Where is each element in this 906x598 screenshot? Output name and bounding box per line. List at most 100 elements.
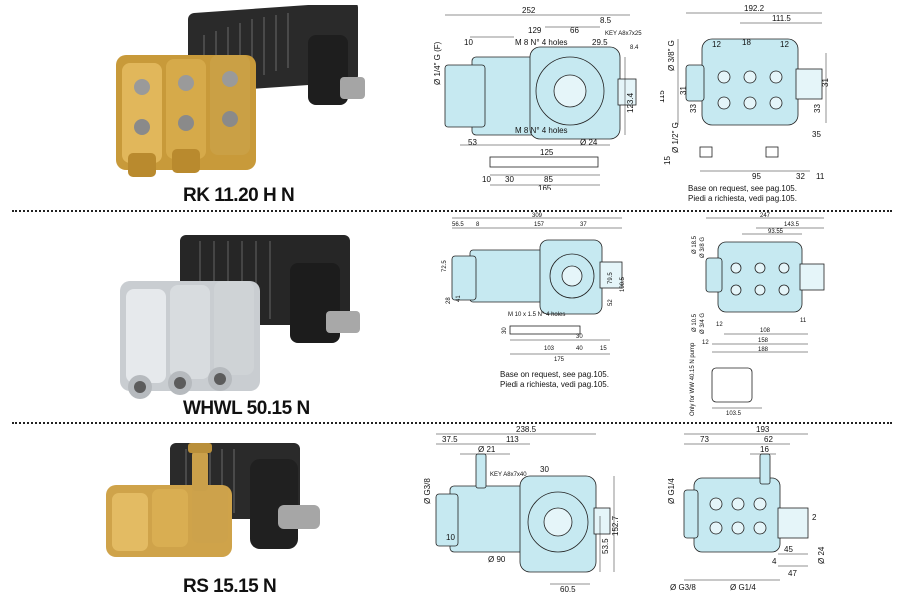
dim-label: 53	[468, 138, 477, 147]
front-view-drawing: 309 56.5 8 157 37 72.5 79.5 100.5 41 28 …	[442, 213, 626, 362]
model-name: WHWL 50.15 N	[183, 398, 310, 419]
dim-label: 11	[800, 318, 807, 324]
dim-label: Ø G1/4	[667, 478, 676, 504]
note-line-it: Piedi a richiesta, vedi pag.105.	[500, 380, 609, 389]
dim-label: 85	[544, 175, 553, 184]
dim-label: 103	[544, 346, 555, 352]
dim-label: 53.5	[601, 538, 610, 554]
pump-image-whwl5015n	[120, 235, 360, 399]
side-view-drawing: 247 143.5 93.55 Ø 18.5 Ø 3/8 G Ø 10.5 Ø …	[690, 213, 825, 417]
dim-label: 108	[760, 328, 771, 334]
dim-label: 152.7	[611, 515, 620, 536]
dim-label: Ø G1/4	[730, 583, 756, 592]
dim-label: 113	[506, 435, 519, 444]
dim-label: Ø 3/8" G	[667, 40, 676, 71]
note-line-it: Piedi a richiesta, vedi pag.105.	[688, 194, 797, 203]
dim-label: Ø 1/2" G	[671, 122, 680, 153]
pump-image-rs1515n	[106, 443, 320, 557]
dim-label: 30	[502, 327, 508, 334]
dim-label: 62	[764, 435, 773, 444]
dim-label: 37.5	[442, 435, 458, 444]
dim-label: Ø 18.5	[692, 235, 698, 254]
dim-label: 35	[812, 130, 821, 139]
dim-label: 125	[540, 148, 554, 157]
base-note: Base on request, see pag.105. Piedi a ri…	[688, 184, 797, 204]
dim-label: M 8 N° 4 holes	[515, 38, 568, 47]
dim-label: 41	[456, 295, 462, 302]
dim-label: 309	[532, 213, 543, 219]
row-divider	[12, 210, 892, 212]
dim-label: 10	[446, 533, 455, 542]
dim-label: 247	[760, 213, 771, 219]
dim-label: 32	[796, 172, 805, 181]
dim-label: 28	[446, 297, 452, 304]
dim-label: 56.5	[452, 222, 464, 228]
dim-label: 72.5	[442, 260, 448, 272]
dim-label: 100.5	[620, 276, 626, 292]
front-view-drawing: 252 8.5 129 66 10 M 8 N° 4 holes 29.5 KE…	[433, 6, 642, 190]
dim-label: Ø 3/4 G	[700, 313, 706, 334]
dim-label: M 8 N° 4 holes	[515, 126, 568, 135]
dim-label: Only for WW 40.15 N pump	[690, 342, 696, 416]
dim-label: KEY A8x7x25	[605, 31, 642, 37]
dim-label: 12	[780, 40, 789, 49]
pump-row-1: RK 11.20 H N 252 8.5 129 66 10 M 8 N° 4 …	[0, 0, 906, 210]
side-view-drawing: 192.2 111.5 12 18 12 Ø 3/8" G 115 31 33 …	[660, 4, 830, 181]
dim-label: 238.5	[516, 425, 537, 434]
dim-label: 143.5	[784, 222, 800, 228]
pump-image-rk1120hn	[116, 5, 365, 177]
dim-label: 95	[752, 172, 761, 181]
dim-label: 252	[522, 6, 536, 15]
dim-label: Ø 90	[488, 555, 506, 564]
dim-label: KEY A8x7x40	[490, 472, 527, 478]
dim-label: 18	[742, 38, 751, 47]
dim-label: 10	[464, 38, 473, 47]
dim-label: 123.4	[626, 92, 635, 113]
dim-label: 157	[534, 222, 545, 228]
dim-label: 45	[784, 545, 793, 554]
note-line-en: Base on request, see pag.105.	[500, 370, 609, 379]
model-name: RS 15.15 N	[183, 576, 277, 597]
dim-label: Ø 24	[817, 546, 826, 564]
dim-label: 33	[689, 104, 698, 113]
dim-label: 12	[716, 322, 723, 328]
note-line-en: Base on request, see pag.105.	[688, 184, 797, 193]
dim-label: 12	[712, 40, 721, 49]
dim-label: 16	[760, 445, 769, 454]
dim-label: Ø 21	[478, 445, 496, 454]
dim-label: 66	[570, 26, 579, 35]
dim-label: Ø 3/8 G	[700, 237, 706, 258]
dim-label: 11	[816, 172, 825, 181]
front-view-drawing: 238.5 37.5 113 Ø 21 30 KEY A8x7x40 Ø G3/…	[423, 425, 620, 594]
dim-label: 29.5	[592, 38, 608, 47]
dim-label: 30	[505, 175, 514, 184]
dim-label: 12	[702, 340, 709, 346]
dim-label: Ø 10.5	[692, 313, 698, 332]
dim-label: 4	[772, 557, 777, 566]
dim-label: Ø 1/4" G (F)	[433, 41, 442, 85]
dim-label: Ø G3/8	[423, 478, 432, 504]
dim-label: 52	[608, 299, 614, 306]
pump-row-2: WHWL 50.15 N 309 56.5 8 157 37 72.5 79.5…	[0, 212, 906, 420]
dim-label: 8	[476, 222, 480, 228]
dim-label: 31	[679, 86, 688, 95]
dim-label: 47	[788, 569, 797, 578]
dim-label: 115	[660, 90, 666, 103]
dim-label: Ø G3/8	[670, 583, 696, 592]
dim-label: 158	[758, 338, 769, 344]
dim-label: 8.4	[630, 45, 639, 51]
row-divider	[12, 422, 892, 424]
dim-label: 93.55	[768, 229, 784, 235]
dim-label: M 10 x 1.5 N° 4 holes	[508, 312, 565, 318]
pump-row-3: RS 15.15 N 238.5 37.5 113 Ø 21 30 KEY A8…	[0, 424, 906, 597]
dim-label: Ø 24	[580, 138, 598, 147]
dim-label: 30	[540, 465, 549, 474]
dim-label: 188	[758, 347, 769, 353]
dim-label: 103.5	[726, 411, 742, 417]
dim-label: 30	[576, 334, 583, 340]
dim-label: 10	[482, 175, 491, 184]
dim-label: 37	[580, 222, 587, 228]
dim-label: 60.5	[560, 585, 576, 594]
dim-label: 15	[663, 156, 672, 165]
dim-label: 40	[576, 346, 583, 352]
